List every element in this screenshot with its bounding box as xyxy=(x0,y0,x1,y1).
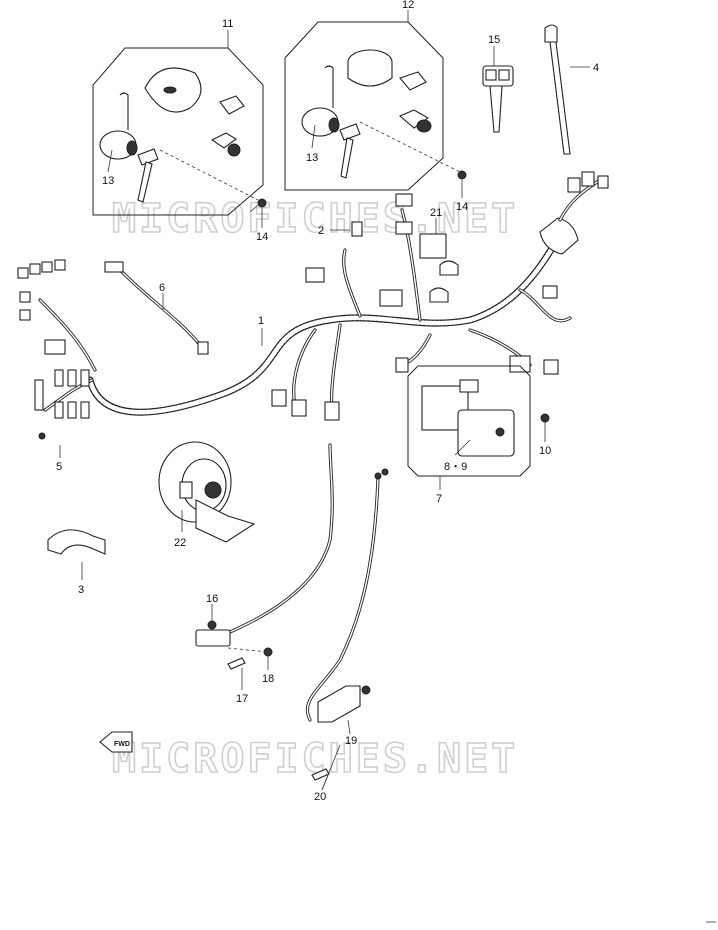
callout-1: 1 xyxy=(258,315,264,327)
tie-strap-4 xyxy=(544,24,590,155)
callout-6: 6 xyxy=(159,282,165,294)
callout-3: 3 xyxy=(78,584,84,596)
wire-harness-6 xyxy=(104,261,209,355)
wire-harness-5 xyxy=(17,259,90,458)
callout-5: 5 xyxy=(56,461,62,473)
callout-20: 20 xyxy=(314,791,326,803)
relay-21 xyxy=(419,218,447,259)
callout-21: 21 xyxy=(430,207,442,219)
callout-18: 18 xyxy=(262,673,274,685)
callout-14-right: 14 xyxy=(456,201,468,213)
callout-2: 2 xyxy=(318,225,324,237)
watermark-top: MICROFICHES.NET xyxy=(112,196,518,242)
ignition-switch-set-11 xyxy=(92,30,267,228)
callout-13-left: 13 xyxy=(102,175,114,187)
callout-19: 19 xyxy=(345,735,357,747)
callout-22: 22 xyxy=(174,537,186,549)
main-wiring-harness-1 xyxy=(38,171,609,421)
forward-direction-marker: FWD xyxy=(99,731,133,753)
callout-12: 12 xyxy=(402,0,414,11)
callout-14-left: 14 xyxy=(256,231,268,243)
regulator-assembly-7 xyxy=(407,365,531,490)
fuse-2 xyxy=(330,221,363,237)
callout-8-9: 8・9 xyxy=(444,461,467,473)
ignition-switch-set-12 xyxy=(284,10,467,198)
fwd-label: FWD xyxy=(114,741,130,748)
horn-22 xyxy=(158,441,256,543)
callout-7: 7 xyxy=(436,493,442,505)
bracket-3 xyxy=(47,529,106,580)
callout-10: 10 xyxy=(539,445,551,457)
callout-17: 17 xyxy=(236,693,248,705)
callout-4: 4 xyxy=(593,62,599,74)
callout-16: 16 xyxy=(206,593,218,605)
key-15 xyxy=(482,46,514,133)
switch-19 xyxy=(305,468,389,791)
callout-15: 15 xyxy=(488,34,500,46)
screw-10 xyxy=(540,413,550,442)
callout-11: 11 xyxy=(222,18,233,30)
switch-16 xyxy=(195,443,334,690)
callout-13-right: 13 xyxy=(306,152,318,164)
